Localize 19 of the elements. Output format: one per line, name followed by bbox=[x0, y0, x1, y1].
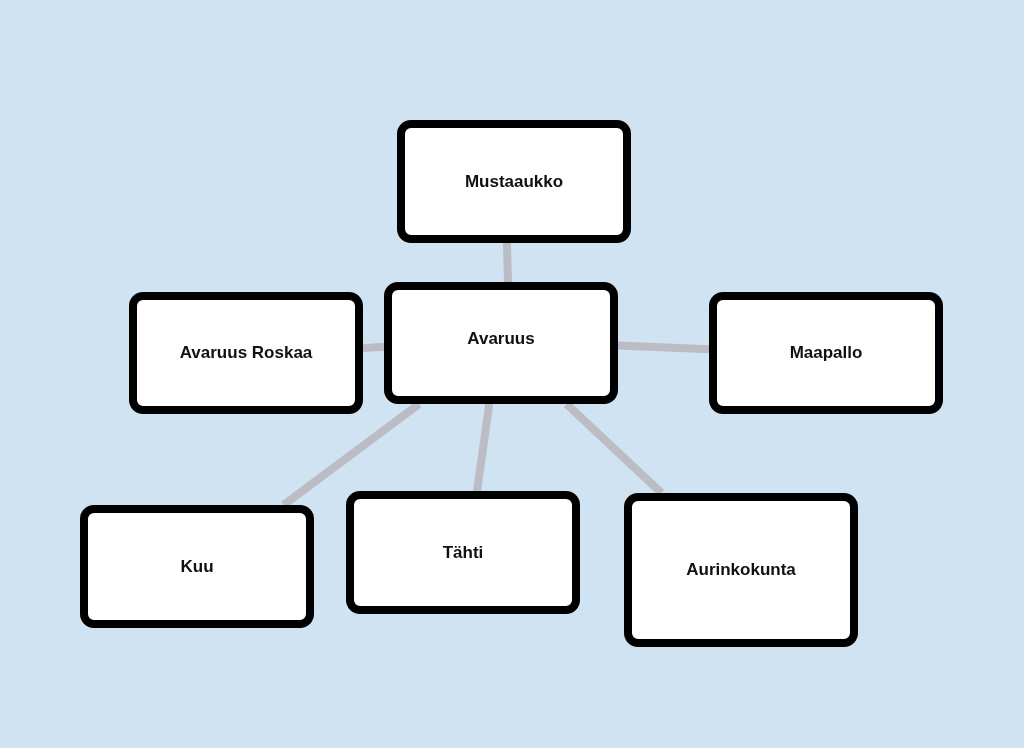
topic-box bbox=[397, 120, 631, 243]
topic-box bbox=[129, 292, 363, 414]
box-label: Mustaaukko bbox=[464, 171, 564, 192]
connector-line bbox=[503, 242, 512, 283]
topic-box bbox=[346, 491, 580, 614]
box-label: Aurinkokunta bbox=[686, 560, 796, 580]
topic-box bbox=[384, 282, 618, 404]
connector-line bbox=[617, 341, 710, 354]
box-label: Avaruus Roskaa bbox=[179, 343, 313, 363]
box-label: Maapallo bbox=[789, 343, 863, 363]
topic-box bbox=[624, 493, 858, 647]
box-label: Tähti bbox=[442, 542, 484, 563]
connector-line bbox=[362, 342, 385, 353]
topic-box bbox=[80, 505, 314, 628]
topic-box bbox=[709, 292, 943, 414]
connector-line bbox=[473, 403, 494, 492]
box-label: Avaruus bbox=[467, 329, 535, 349]
box-label: Kuu bbox=[180, 556, 214, 577]
connector-line bbox=[563, 401, 665, 496]
